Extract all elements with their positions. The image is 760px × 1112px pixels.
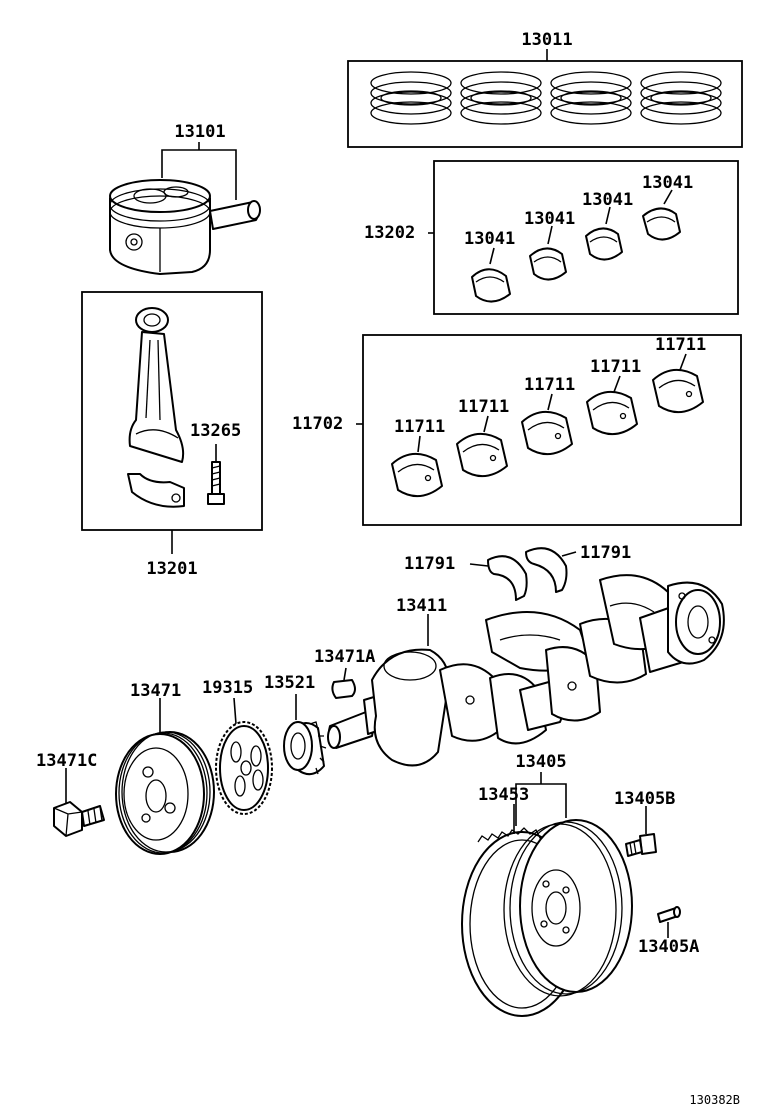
thrust-washer-2 xyxy=(525,547,568,593)
piston-ring-set-group: 13011 xyxy=(347,30,743,148)
label-13405B[interactable]: 13405B xyxy=(614,789,675,809)
piston-pin xyxy=(209,200,261,230)
label-19315[interactable]: 19315 xyxy=(202,678,253,698)
diagram-reference-code: 130382B xyxy=(689,1093,740,1107)
label-11711-4[interactable]: 11711 xyxy=(590,357,641,377)
piston-ring-3 xyxy=(550,71,632,125)
crank-bearing-group: 11702 11711 xyxy=(292,334,742,526)
label-13011[interactable]: 13011 xyxy=(521,30,572,50)
rod-bearing-2 xyxy=(529,247,567,281)
label-13405A[interactable]: 13405A xyxy=(638,937,699,957)
drive-plate-group: 13405 13453 xyxy=(461,752,633,1017)
label-13471C[interactable]: 13471C xyxy=(36,751,97,771)
crank-bearing-1 xyxy=(391,453,443,497)
thrust-washer-1 xyxy=(487,555,528,601)
label-13041-4[interactable]: 13041 xyxy=(642,173,693,193)
rod-bearing-4 xyxy=(642,207,681,241)
label-13521[interactable]: 13521 xyxy=(264,673,315,693)
rod-bearing-box xyxy=(433,160,739,315)
label-13201[interactable]: 13201 xyxy=(146,559,197,579)
label-11791-1[interactable]: 11791 xyxy=(404,554,455,574)
label-13041-3[interactable]: 13041 xyxy=(582,190,633,210)
label-13041-2[interactable]: 13041 xyxy=(524,209,575,229)
crank-timing-gear: 13521 xyxy=(264,673,327,776)
label-13411[interactable]: 13411 xyxy=(396,596,447,616)
label-13101[interactable]: 13101 xyxy=(174,122,225,142)
label-13202[interactable]: 13202 xyxy=(364,223,415,243)
piston-ring-1 xyxy=(370,71,452,125)
woodruff-key: 13471A xyxy=(314,647,375,699)
rod-bearing-3 xyxy=(585,227,623,261)
label-13265[interactable]: 13265 xyxy=(190,421,241,441)
pulley-bolt: 13471C xyxy=(36,751,105,837)
label-11702[interactable]: 11702 xyxy=(292,414,343,434)
crank-bearing-3 xyxy=(521,411,573,455)
rod-bearing-group: 13202 13041 13041 13041 13041 xyxy=(364,160,739,315)
connecting-rod-group: 13265 13201 xyxy=(81,291,263,579)
crank-bearing-box xyxy=(362,334,742,526)
crank-bearing-2 xyxy=(456,433,508,477)
label-13471A[interactable]: 13471A xyxy=(314,647,375,667)
rod-bolt xyxy=(207,444,225,505)
crankshaft: 13411 xyxy=(327,574,725,767)
rod-bearing-1 xyxy=(471,268,511,303)
label-11711-5[interactable]: 11711 xyxy=(655,335,706,355)
drive-plate xyxy=(503,819,633,997)
piston xyxy=(109,179,211,275)
label-11711-1[interactable]: 11711 xyxy=(394,417,445,437)
crankshaft-pulley: 13471 xyxy=(115,681,215,855)
piston-ring-set-box xyxy=(347,60,743,148)
piston-ring-2 xyxy=(460,71,542,125)
piston-ring-4 xyxy=(640,71,722,125)
label-13471[interactable]: 13471 xyxy=(130,681,181,701)
label-13453[interactable]: 13453 xyxy=(478,785,529,805)
label-11711-3[interactable]: 11711 xyxy=(524,375,575,395)
dowel-pin: 13405A xyxy=(638,906,699,957)
piston-group: 13101 xyxy=(109,122,261,275)
drive-plate-bolt: 13405B xyxy=(614,789,675,857)
connecting-rod xyxy=(128,307,185,463)
crank-bearing-5 xyxy=(652,369,704,413)
thrust-washer-group: 11791 11791 xyxy=(404,543,631,601)
timing-rotor-plate: 19315 xyxy=(202,678,273,815)
label-11711-2[interactable]: 11711 xyxy=(458,397,509,417)
rod-cap xyxy=(127,473,185,508)
label-13041-1[interactable]: 13041 xyxy=(464,229,515,249)
label-11791-2[interactable]: 11791 xyxy=(580,543,631,563)
crank-bearing-4 xyxy=(586,391,638,435)
label-13405[interactable]: 13405 xyxy=(515,752,566,772)
